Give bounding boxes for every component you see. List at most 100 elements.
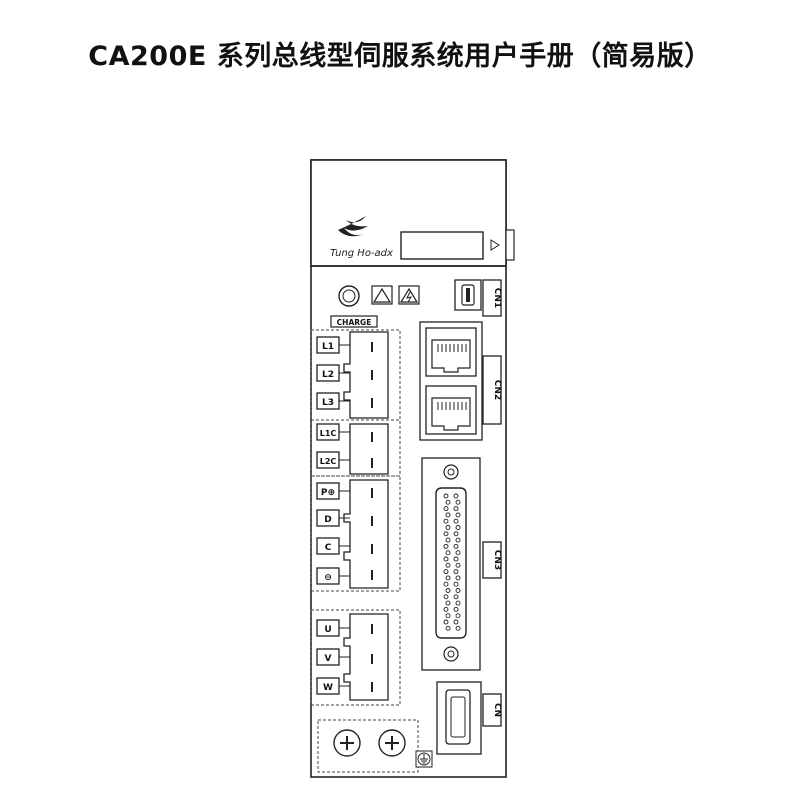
terminal-label: L2C (316, 451, 350, 469)
regen-connector (343, 479, 389, 589)
db-pin (453, 556, 459, 562)
db-pin (443, 493, 449, 499)
db-pin (455, 588, 461, 593)
db-pin (455, 550, 461, 556)
db-pin (443, 619, 449, 625)
rj45-port-upper (425, 327, 477, 377)
charge-label: CHARGE (337, 318, 372, 327)
connector-label-text: CN1 (492, 288, 502, 308)
ground-icon (415, 750, 433, 768)
db-pin (453, 594, 459, 600)
connector-label: CN3 (482, 541, 502, 579)
db-pin (445, 613, 451, 619)
terminal-label-text: V (325, 654, 332, 664)
db-pin (453, 543, 459, 549)
terminal-label-text: L1 (322, 342, 334, 352)
db-pin (443, 556, 449, 562)
terminal-label-text: ⊖ (324, 573, 332, 583)
db-pin (443, 531, 449, 537)
db-pin (455, 625, 461, 631)
db-pin (445, 499, 451, 505)
db-pin (453, 506, 459, 512)
db-pin (443, 506, 449, 512)
warning-triangle-icon (371, 285, 393, 305)
db-connector-shell (435, 487, 467, 639)
main-power-connector (343, 331, 389, 419)
terminal-label-text: C (325, 543, 332, 553)
terminal-label-text: P⊕ (321, 488, 335, 498)
cn4-socket (445, 689, 471, 745)
terminal-label: L2 (316, 364, 350, 382)
db-pin (443, 594, 449, 600)
terminal-label: L1C (316, 423, 350, 441)
db-pin (445, 600, 451, 606)
db-connector-pins (443, 493, 461, 631)
db-pin (445, 512, 451, 518)
terminal-label: L3 (316, 392, 350, 410)
db-pin (455, 600, 461, 606)
page-title: CA200E 系列总线型伺服系统用户手册（简易版） (88, 41, 712, 72)
connector-label-text: CN3 (492, 550, 502, 570)
db-pin (443, 606, 449, 612)
db-pin (455, 575, 461, 581)
connector-label-text: CN2 (492, 380, 502, 400)
db-pin (455, 613, 461, 619)
terminal-label-text: L3 (322, 398, 334, 408)
side-tab (505, 229, 515, 261)
db-pin (453, 493, 459, 499)
connector-label: CN2 (482, 355, 502, 425)
db-pin (445, 525, 451, 530)
rj45-port-lower (425, 385, 477, 435)
db-pin (445, 562, 451, 568)
power-led-icon (338, 285, 360, 307)
screw-icon (443, 646, 459, 662)
db-pin (453, 569, 459, 575)
screw-icon (443, 464, 459, 480)
db-pin (443, 543, 449, 549)
db-pin (445, 588, 451, 593)
charge-label-box (330, 315, 378, 328)
db-pin (455, 537, 461, 543)
terminal-label-text: L2C (320, 457, 337, 466)
control-power-connector (349, 423, 389, 475)
db-pin (443, 581, 449, 587)
db-pin (445, 537, 451, 543)
terminal-label: U (316, 619, 350, 637)
terminal-label: C (316, 537, 350, 555)
terminal-label: L1 (316, 336, 350, 354)
brand-text: Tung Ho-adx (330, 248, 393, 259)
brand-logo: Tung Ho-adx (330, 216, 393, 259)
db-pin (453, 518, 459, 524)
db-pin (445, 575, 451, 581)
db-pin (453, 619, 459, 625)
terminal-region-outlines (310, 329, 419, 773)
high-voltage-icon (398, 285, 420, 305)
terminal-label-text: D (324, 515, 331, 525)
db-pin (455, 562, 461, 568)
db-pin (445, 550, 451, 556)
terminal-label: D (316, 509, 350, 527)
terminal-label: ⊖ (316, 567, 350, 585)
db-pin (443, 518, 449, 524)
terminal-label: V (316, 648, 350, 666)
connector-label: CN1 (482, 279, 502, 317)
db-pin (445, 625, 451, 631)
terminal-label: W (316, 677, 350, 695)
db-pin (453, 531, 459, 537)
terminal-label-text: L2 (322, 370, 334, 380)
terminal-label: P⊕ (316, 482, 350, 500)
connector-label-text: CN (492, 703, 502, 717)
terminal-label-text: L1C (320, 429, 337, 438)
db-pin (455, 499, 461, 505)
db-pin (453, 606, 459, 612)
terminal-label-text: W (323, 683, 333, 693)
db-pin (455, 512, 461, 518)
motor-connector (343, 613, 389, 701)
play-arrow-icon (490, 239, 500, 251)
db-pin (443, 569, 449, 575)
db-pin (453, 581, 459, 587)
connector-label: CN (482, 693, 502, 727)
display-window (400, 231, 484, 260)
terminal-label-text: U (324, 625, 331, 635)
